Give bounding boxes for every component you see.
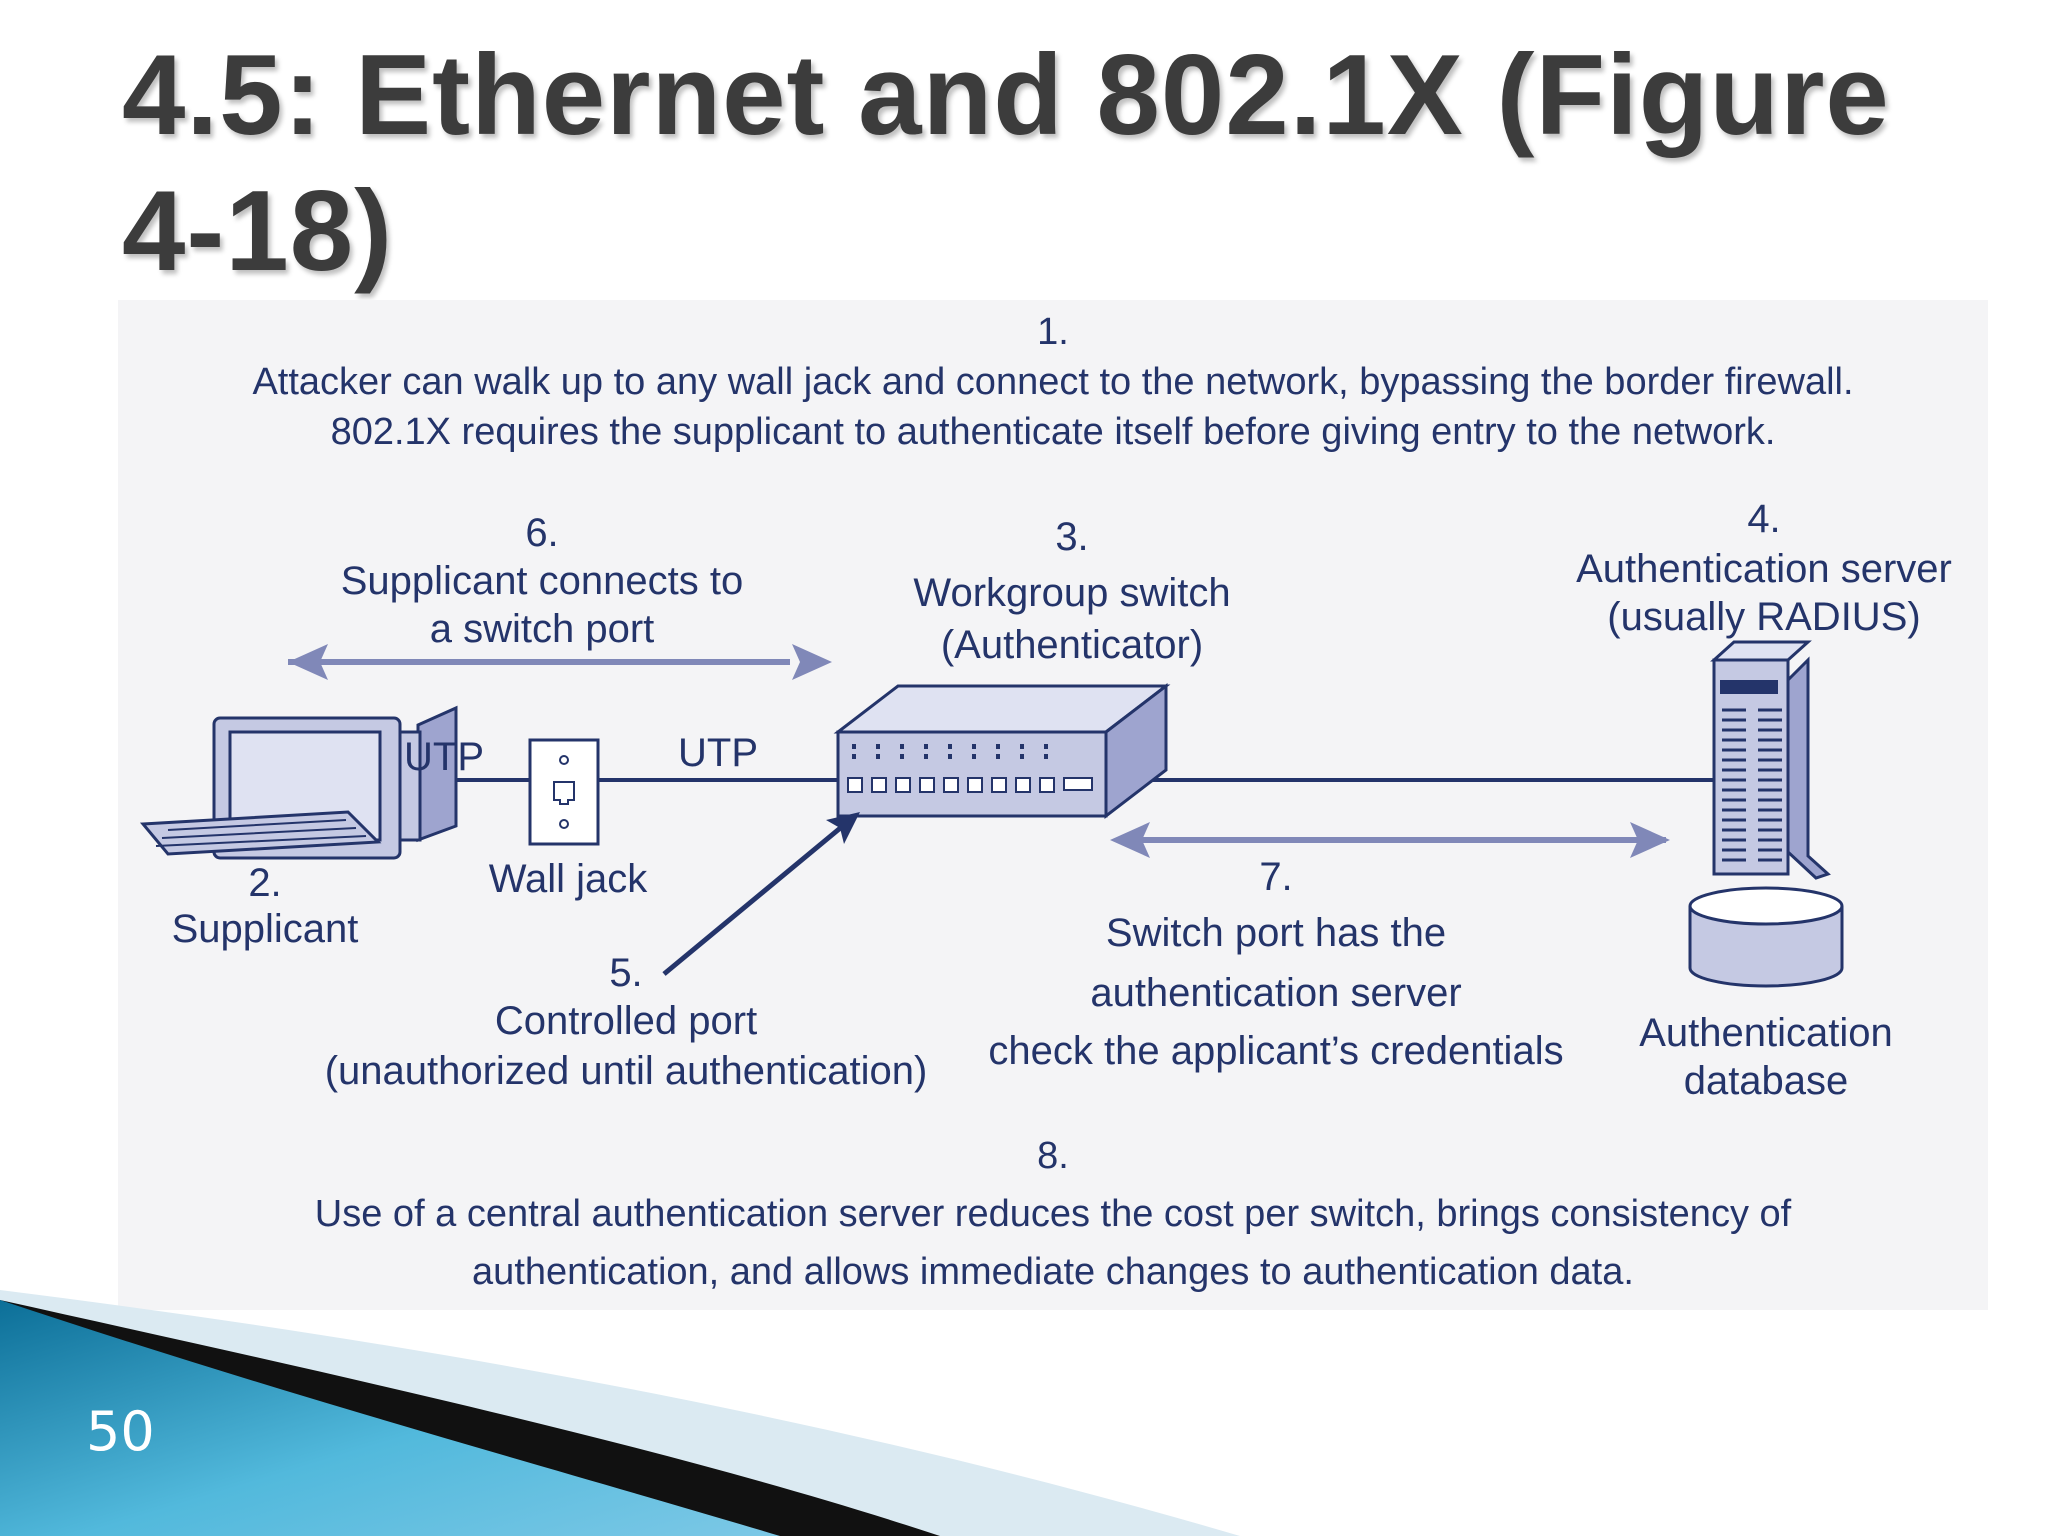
auth-server-line1: Authentication server bbox=[1576, 547, 1952, 591]
wall-jack-label: Wall jack bbox=[489, 857, 649, 901]
controlled-port-line1: Controlled port bbox=[495, 999, 757, 1043]
supplicant-label: Supplicant bbox=[172, 907, 359, 951]
switch-line1: Workgroup switch bbox=[913, 571, 1230, 615]
note8-line1: Use of a central authentication server r… bbox=[315, 1193, 1792, 1235]
controlled-port-number: 5. bbox=[609, 951, 642, 995]
note8-number: 8. bbox=[1037, 1135, 1069, 1177]
note7-line2: authentication server bbox=[1090, 971, 1461, 1015]
note6-double-arrow bbox=[288, 644, 832, 680]
auth-db-line2: database bbox=[1684, 1059, 1849, 1103]
switch-line2: (Authenticator) bbox=[941, 623, 1203, 667]
auth-server-number: 4. bbox=[1747, 497, 1780, 541]
cable2-label: UTP bbox=[678, 731, 758, 775]
computer-icon bbox=[139, 705, 458, 860]
slide-title: 4.5: Ethernet and 802.1X (Figure 4-18) bbox=[122, 32, 1890, 295]
wall-jack-icon bbox=[528, 738, 600, 846]
database-icon bbox=[1688, 886, 1844, 988]
cable1-label: UTP bbox=[404, 735, 484, 779]
controlled-port-arrowhead bbox=[826, 812, 860, 844]
auth-server-line2: (usually RADIUS) bbox=[1607, 595, 1920, 639]
note6-line2: a switch port bbox=[430, 607, 655, 651]
note7-double-arrow bbox=[1110, 822, 1670, 858]
auth-db-line1: Authentication bbox=[1639, 1011, 1893, 1055]
note7-line3: check the applicant’s credentials bbox=[988, 1029, 1563, 1073]
server-tower-icon bbox=[1710, 640, 1831, 880]
note7-line1: Switch port has the bbox=[1106, 911, 1446, 955]
note1-number: 1. bbox=[1037, 311, 1069, 353]
network-diagram: 1. Attacker can walk up to any wall jack… bbox=[139, 311, 1952, 1293]
figure-4-18: 1. Attacker can walk up to any wall jack… bbox=[118, 300, 1988, 1310]
switch-number: 3. bbox=[1055, 515, 1088, 559]
note8-line2: authentication, and allows immediate cha… bbox=[472, 1251, 1634, 1293]
note1-line2: 802.1X requires the supplicant to authen… bbox=[331, 411, 1776, 453]
note1-line1: Attacker can walk up to any wall jack an… bbox=[252, 361, 1853, 403]
note7-number: 7. bbox=[1259, 855, 1292, 899]
note6-line1: Supplicant connects to bbox=[341, 559, 743, 603]
controlled-port-arrow bbox=[662, 818, 852, 976]
slide-number: 50 bbox=[86, 1400, 155, 1463]
note6-number: 6. bbox=[525, 511, 558, 555]
controlled-port-line2: (unauthorized until authentication) bbox=[325, 1049, 928, 1093]
switch-icon bbox=[833, 682, 1171, 820]
supplicant-number: 2. bbox=[248, 861, 281, 905]
